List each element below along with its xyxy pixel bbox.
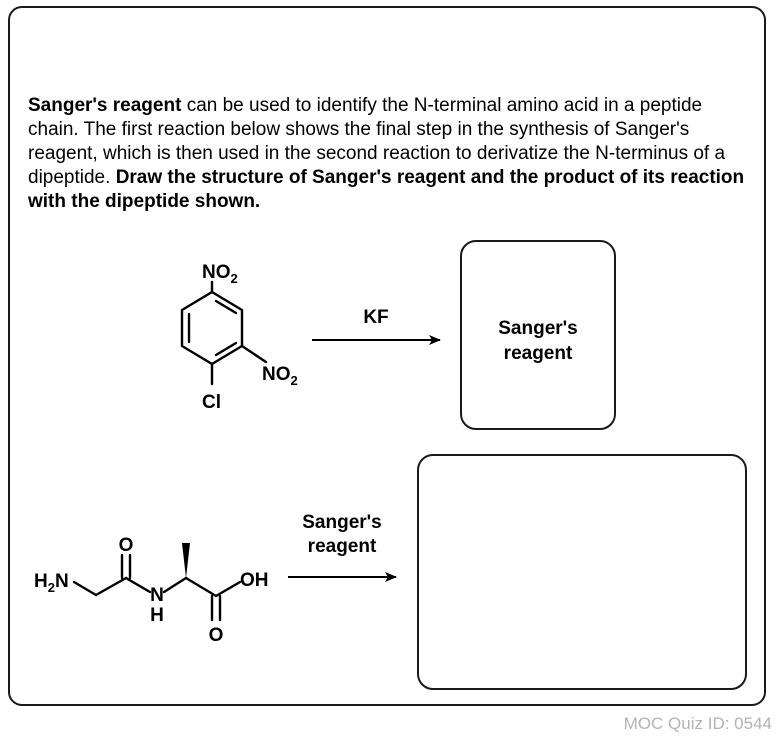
- dinitrochlorobenzene-structure: [180, 280, 268, 386]
- acid-carbonyl-oxygen-label: O: [209, 625, 224, 646]
- glycine-carbonyl-oxygen-label: O: [119, 535, 134, 556]
- amide-nitrogen-label: N: [150, 585, 164, 606]
- reaction2-reagent-line2: reagent: [308, 536, 377, 557]
- sanger-reagent-answer-box[interactable]: Sanger's reagent: [460, 240, 616, 430]
- answer-box-label: Sanger's reagent: [462, 316, 614, 366]
- prompt-text: can be used to identify the N-terminal a…: [28, 95, 726, 188]
- chloro-label: Cl: [202, 392, 221, 413]
- reaction1-reagent-label: KF: [363, 307, 388, 328]
- dipeptide-structure: [72, 553, 242, 622]
- amide-hydrogen-label: H: [150, 605, 164, 626]
- nitro-right-label: NO2: [262, 364, 298, 388]
- answer-box-label-line1: Sanger's: [498, 318, 578, 339]
- prompt-bold-term: Sanger's reagent: [28, 95, 182, 116]
- acid-hydroxyl-label: OH: [240, 570, 269, 591]
- nitro-top-label: NO2: [202, 262, 238, 286]
- question-prompt: Sanger's reagent can be used to identify…: [28, 94, 758, 214]
- product-answer-box[interactable]: [417, 454, 747, 690]
- prompt-instruction: Draw the structure of Sanger's reagent a…: [28, 167, 745, 212]
- methyl-wedge-bond: [182, 543, 190, 578]
- quiz-id-footer: MOC Quiz ID: 0544: [623, 714, 772, 733]
- amine-label: H2N: [34, 571, 69, 595]
- quiz-card: [8, 6, 766, 706]
- reaction2-reagent-line1: Sanger's: [302, 512, 382, 533]
- answer-box-label-line2: reagent: [503, 343, 573, 364]
